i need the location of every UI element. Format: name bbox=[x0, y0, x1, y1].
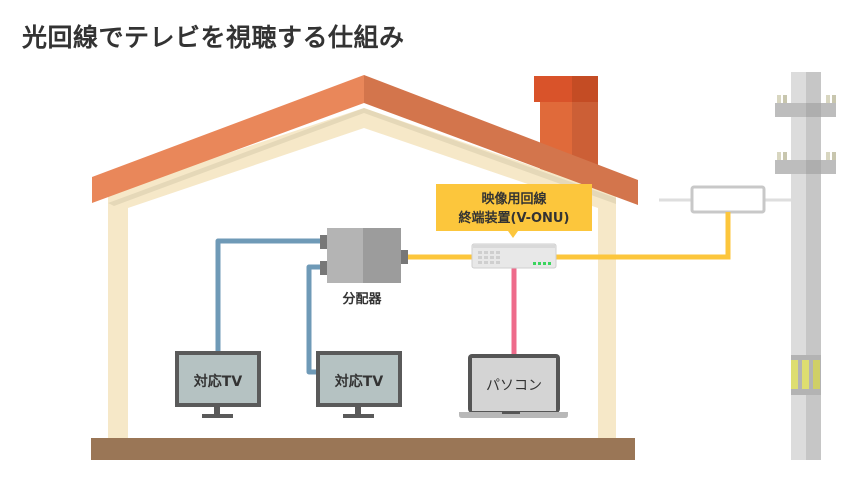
onu-led bbox=[533, 262, 536, 265]
drop-line bbox=[659, 185, 791, 214]
onu-led bbox=[543, 262, 546, 265]
v-onu-device bbox=[471, 243, 557, 269]
onu-led bbox=[548, 262, 551, 265]
onu-vent-grid bbox=[478, 251, 500, 264]
onu-label-line1: 映像用回線 bbox=[481, 191, 547, 207]
utility-pole bbox=[775, 72, 836, 460]
pc-label: パソコン bbox=[486, 378, 542, 394]
laptop-pc: パソコン bbox=[459, 354, 568, 418]
coax-cables bbox=[215, 238, 322, 375]
tv-2: 対応TV bbox=[316, 351, 402, 418]
pole-crossarm-lower bbox=[775, 152, 836, 174]
splitter-label: 分配器 bbox=[342, 291, 382, 307]
onu-status-leds bbox=[533, 262, 551, 265]
tv-2-label: 対応TV bbox=[334, 373, 384, 390]
page-title: 光回線でテレビを視聴する仕組み bbox=[22, 23, 405, 52]
pole-warning-band bbox=[791, 355, 821, 395]
onu-label-line2: 終端装置(V-ONU) bbox=[459, 210, 570, 226]
pole-crossarm-upper bbox=[775, 95, 836, 117]
tv-1-label: 対応TV bbox=[193, 373, 243, 390]
house-roof bbox=[92, 75, 638, 206]
fiber-cables bbox=[408, 212, 731, 260]
house-floor bbox=[91, 438, 635, 460]
tv-1: 対応TV bbox=[175, 351, 261, 418]
onu-callout: 映像用回線 終端装置(V-ONU) bbox=[436, 184, 592, 238]
optical-closure-box bbox=[690, 185, 766, 214]
splitter: 分配器 bbox=[320, 228, 408, 307]
onu-led bbox=[538, 262, 541, 265]
